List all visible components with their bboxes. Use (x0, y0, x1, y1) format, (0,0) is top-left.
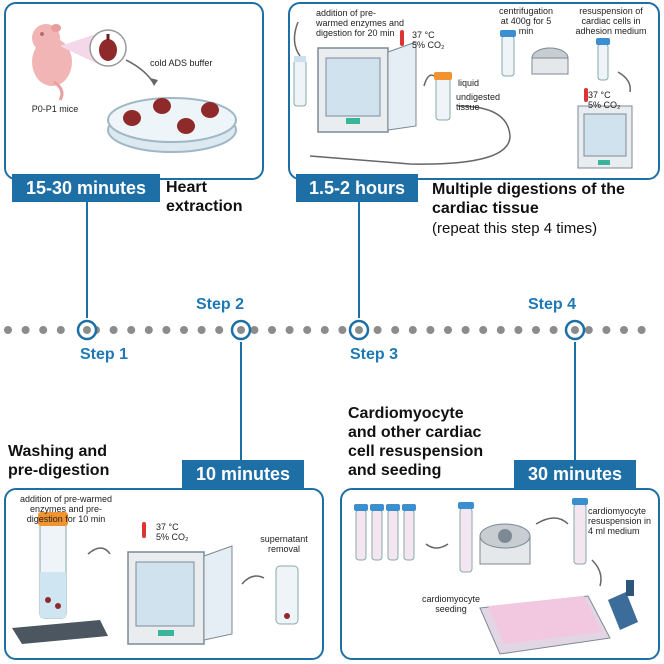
digestion-illustration (293, 21, 633, 169)
seeding-label: cardiomyocyte seeding (421, 594, 481, 614)
step1-connector (86, 202, 88, 318)
step4-connector (574, 342, 576, 462)
timeline-dot (549, 326, 558, 334)
incubator2-co2-label: 5% CO₂ (588, 100, 621, 110)
timeline-dot (144, 326, 153, 334)
wash-temp-label: 37 °C (156, 522, 179, 532)
timeline (4, 319, 646, 341)
timeline-dot (479, 326, 488, 334)
wash-time-badge: 10 minutes (182, 460, 304, 488)
timeline-dot (408, 326, 417, 334)
timeline-dot (21, 326, 30, 334)
timeline-dot (391, 326, 400, 334)
timeline-dot (620, 326, 628, 334)
centrifuge-icon (531, 47, 569, 75)
step2-connector (240, 342, 242, 462)
step-1-marker-center (83, 326, 91, 334)
step3-connector (358, 202, 360, 318)
step-3-label: Step 3 (350, 346, 399, 363)
tube-rack-icon (354, 504, 416, 561)
heart-time-badge: 15-30 minutes (12, 174, 160, 202)
digest-time-badge: 1.5-2 hours (296, 174, 418, 202)
pipette-icon (608, 580, 638, 630)
petri-dish-icon (107, 97, 237, 153)
timeline-dot (584, 326, 593, 334)
timeline-dot (39, 326, 48, 334)
digest-co2-label: 5% CO₂ (412, 40, 445, 50)
step-1-label: Step 1 (80, 346, 129, 363)
timeline-dot (180, 326, 188, 334)
centrifuge-label: centrifugation at 400g for 5 min (498, 6, 554, 36)
digest-enzymes-label: addition of pre-warmed enzymes and diges… (316, 8, 405, 38)
heart-title: Heart extraction (166, 179, 243, 215)
timeline-dot (197, 326, 206, 334)
timeline-dot (268, 326, 276, 334)
step-2-label: Step 2 (196, 296, 245, 313)
mice-label: P0-P1 mice (31, 104, 79, 114)
supernatant-label: supernatant removal (260, 534, 308, 554)
timeline-dot (127, 326, 136, 334)
timeline-dot (461, 326, 470, 334)
undigested-label: undigested tissue (456, 92, 501, 112)
step-4-label: Step 4 (528, 296, 577, 313)
wash-incubator-icon (127, 545, 233, 645)
timeline-dot (250, 326, 259, 334)
timeline-dot (514, 326, 523, 334)
wash-co2-label: 5% CO₂ (156, 532, 189, 542)
step-4-marker-center (571, 326, 579, 334)
seed-centrifuge-icon (479, 523, 531, 565)
well-plate-icon (479, 595, 611, 655)
step-3-marker-center (355, 326, 363, 334)
wash-title: Washing and pre-digestion (8, 443, 110, 479)
seed-time-badge: 30 minutes (514, 460, 636, 488)
timeline-dot (4, 326, 12, 334)
washing-illustration (12, 512, 299, 645)
timeline-dot (109, 326, 118, 334)
incubator2-temp-label: 37 °C (588, 90, 611, 100)
timeline-dot (637, 326, 646, 334)
timeline-dot (373, 326, 382, 334)
wash-enzymes-label: addition of pre-warmed enzymes and pre-d… (19, 494, 113, 524)
timeline-dot (56, 326, 65, 334)
seed-resuspension-label: cardiomyocyte resuspension in 4 ml mediu… (588, 506, 652, 536)
timeline-dot (338, 326, 347, 334)
heart-extraction-illustration (32, 24, 237, 153)
liquid-label: liquid (458, 78, 480, 88)
resuspension-label: resuspension of cardiac cells in adhesio… (575, 6, 647, 36)
timeline-dot (162, 326, 171, 334)
timeline-dot (444, 326, 452, 334)
timeline-dot (303, 326, 312, 334)
digest-title: Multiple digestions of the cardiac tissu… (432, 181, 625, 217)
timeline-dot (426, 326, 435, 334)
buffer-label: cold ADS buffer (150, 58, 213, 68)
timeline-dot (215, 326, 224, 334)
seeding-illustration (354, 498, 638, 655)
mouse-pup-icon (32, 24, 72, 101)
step-2-marker-center (237, 326, 245, 334)
timeline-dot (602, 326, 611, 334)
digest-temp-label: 37 °C (412, 30, 435, 40)
timeline-dot (496, 326, 505, 334)
timeline-dot (532, 326, 540, 334)
incubator-icon (317, 41, 417, 133)
timeline-dot (320, 326, 329, 334)
digest-subtitle: (repeat this step 4 times) (432, 220, 598, 237)
timeline-dot (285, 326, 294, 334)
seed-title: Cardiomyocyte and other cardiac cell res… (348, 405, 484, 479)
